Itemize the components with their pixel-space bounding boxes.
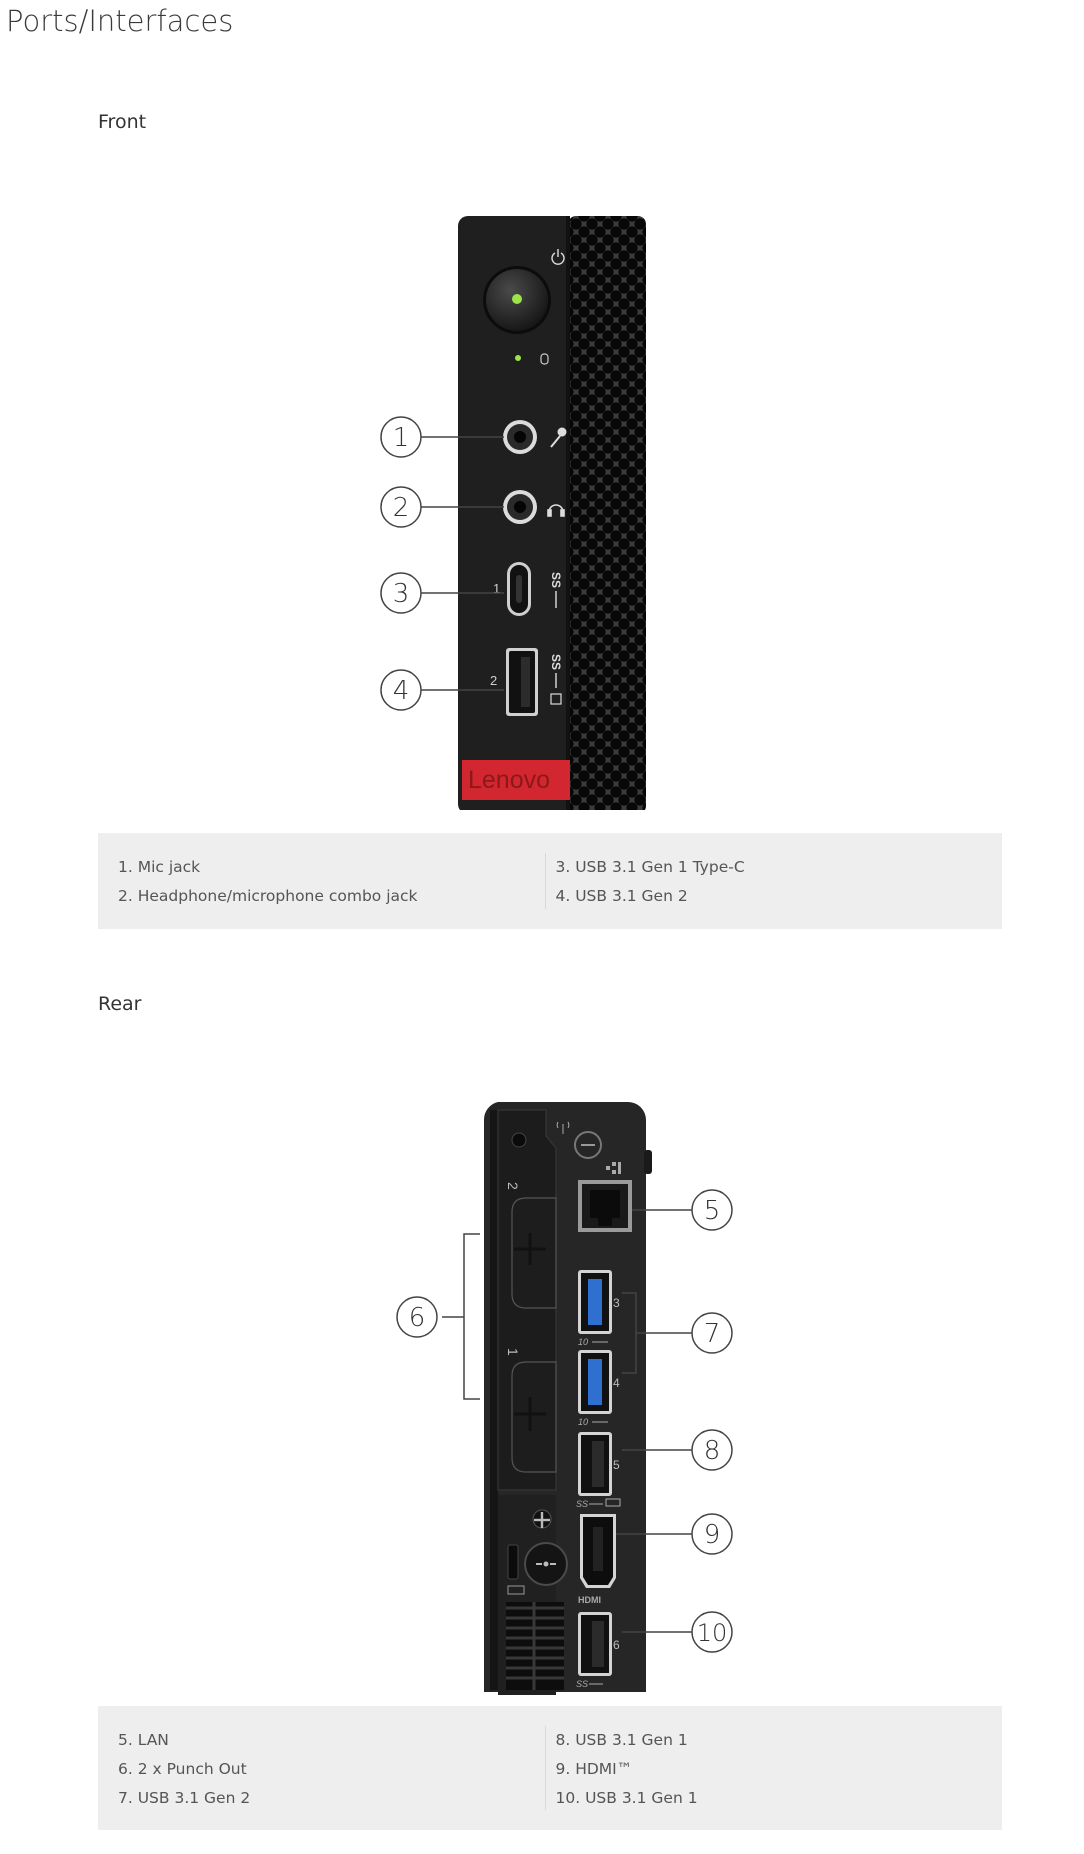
callout-6-label: 6 [409,1303,426,1333]
port-mark-ss-a: SS [576,1499,588,1509]
slot-number-2: 2 [505,1182,521,1190]
callout-2-label: 2 [393,493,410,523]
legend-item-punch-out: 6. 2 x Punch Out [118,1760,247,1778]
plus-icon [514,1233,546,1265]
callout-8 [691,1429,733,1471]
wireless-icon [556,1121,570,1134]
callout-7-label: 7 [704,1319,721,1349]
callout-4-label: 4 [393,676,410,706]
front-section-label: Front [98,111,147,133]
rear-legend-left: 5. LAN 6. 2 x Punch Out 7. USB 3.1 Gen 2 [118,1726,545,1810]
legend-item-usb-gen2: 7. USB 3.1 Gen 2 [118,1789,251,1807]
callout-1 [380,416,422,458]
callout-6 [396,1296,438,1338]
punch-out-2 [511,1197,557,1309]
power-symbol-icon [551,249,565,265]
callout-4 [380,669,422,711]
callout-9 [691,1513,733,1555]
port-number-4: 4 [613,1376,620,1390]
callout-8-label: 8 [704,1436,721,1466]
port-mark-10-a: 10 [578,1337,588,1347]
rear-legend: 5. LAN 6. 2 x Punch Out 7. USB 3.1 Gen 2… [98,1706,1002,1830]
antenna-hole [511,1132,527,1148]
legend-item-usb-gen1-b: 10. USB 3.1 Gen 1 [555,1789,698,1807]
callout-10 [691,1611,733,1653]
hdmi-logo-text: HDMI [578,1595,601,1605]
callout-3 [380,572,422,614]
power-led [512,294,522,304]
port-number-6: 6 [613,1638,620,1652]
legend-item-usb-gen1: 8. USB 3.1 Gen 1 [555,1731,688,1749]
page-title: Ports/Interfaces [6,4,234,38]
callout-3-label: 3 [393,579,410,609]
security-slot [507,1544,519,1580]
headset-icon [547,504,565,517]
microphone-icon [550,427,567,448]
port-mark-10-b: 10 [578,1417,588,1427]
callout-10-label: 10 [697,1619,728,1647]
callout-7 [691,1312,733,1354]
dc-polarity-icon [536,1561,556,1567]
svg-text:SS: SS [549,654,563,670]
callout-9-label: 9 [704,1520,721,1550]
hdd-icon [540,353,549,365]
callout-5 [691,1189,733,1231]
rear-device-illustration: 2 1 [396,1102,733,1695]
front-legend-left: 1. Mic jack 2. Headphone/microphone comb… [118,853,545,909]
network-icon [606,1162,621,1174]
legend-item-usb-c: 3. USB 3.1 Gen 1 Type-C [555,858,745,876]
front-device-illustration: 1 SS 2 SS Lenovo 1 2 3 4 [380,216,646,810]
rear-section-label: Rear [98,993,142,1015]
lenovo-logo-badge [462,760,570,800]
legend-item-mic-jack: 1. Mic jack [118,858,201,876]
brand-name: Lenovo [468,766,550,794]
superspeed-icon: SS [549,572,563,608]
plus-icon [514,1397,546,1431]
port-number-2: 2 [490,673,497,688]
callout-5-label: 5 [704,1196,721,1226]
port-number-5: 5 [613,1458,620,1472]
callout-2 [380,486,422,528]
front-legend: 1. Mic jack 2. Headphone/microphone comb… [98,833,1002,929]
punch-out-1 [511,1361,557,1473]
port-number-1: 1 [493,581,500,596]
port-mark-ss-b: SS [576,1679,588,1689]
superspeed-charge-icon: SS [549,654,563,705]
port-number-3: 3 [613,1296,620,1310]
legend-item-usb-gen2: 4. USB 3.1 Gen 2 [555,887,688,905]
legend-item-hdmi: 9. HDMI™ [555,1760,633,1778]
front-legend-right: 3. USB 3.1 Gen 1 Type-C 4. USB 3.1 Gen 2 [544,853,983,909]
legend-item-combo-jack: 2. Headphone/microphone combo jack [118,887,418,905]
svg-text:SS: SS [549,572,563,588]
slot-number-1: 1 [505,1348,521,1356]
rear-legend-right: 8. USB 3.1 Gen 1 9. HDMI™ 10. USB 3.1 Ge… [544,1726,983,1810]
display-port-icon [507,1585,525,1595]
callout-1-label: 1 [393,423,410,453]
legend-item-lan: 5. LAN [118,1731,169,1749]
hdd-led [515,355,521,361]
